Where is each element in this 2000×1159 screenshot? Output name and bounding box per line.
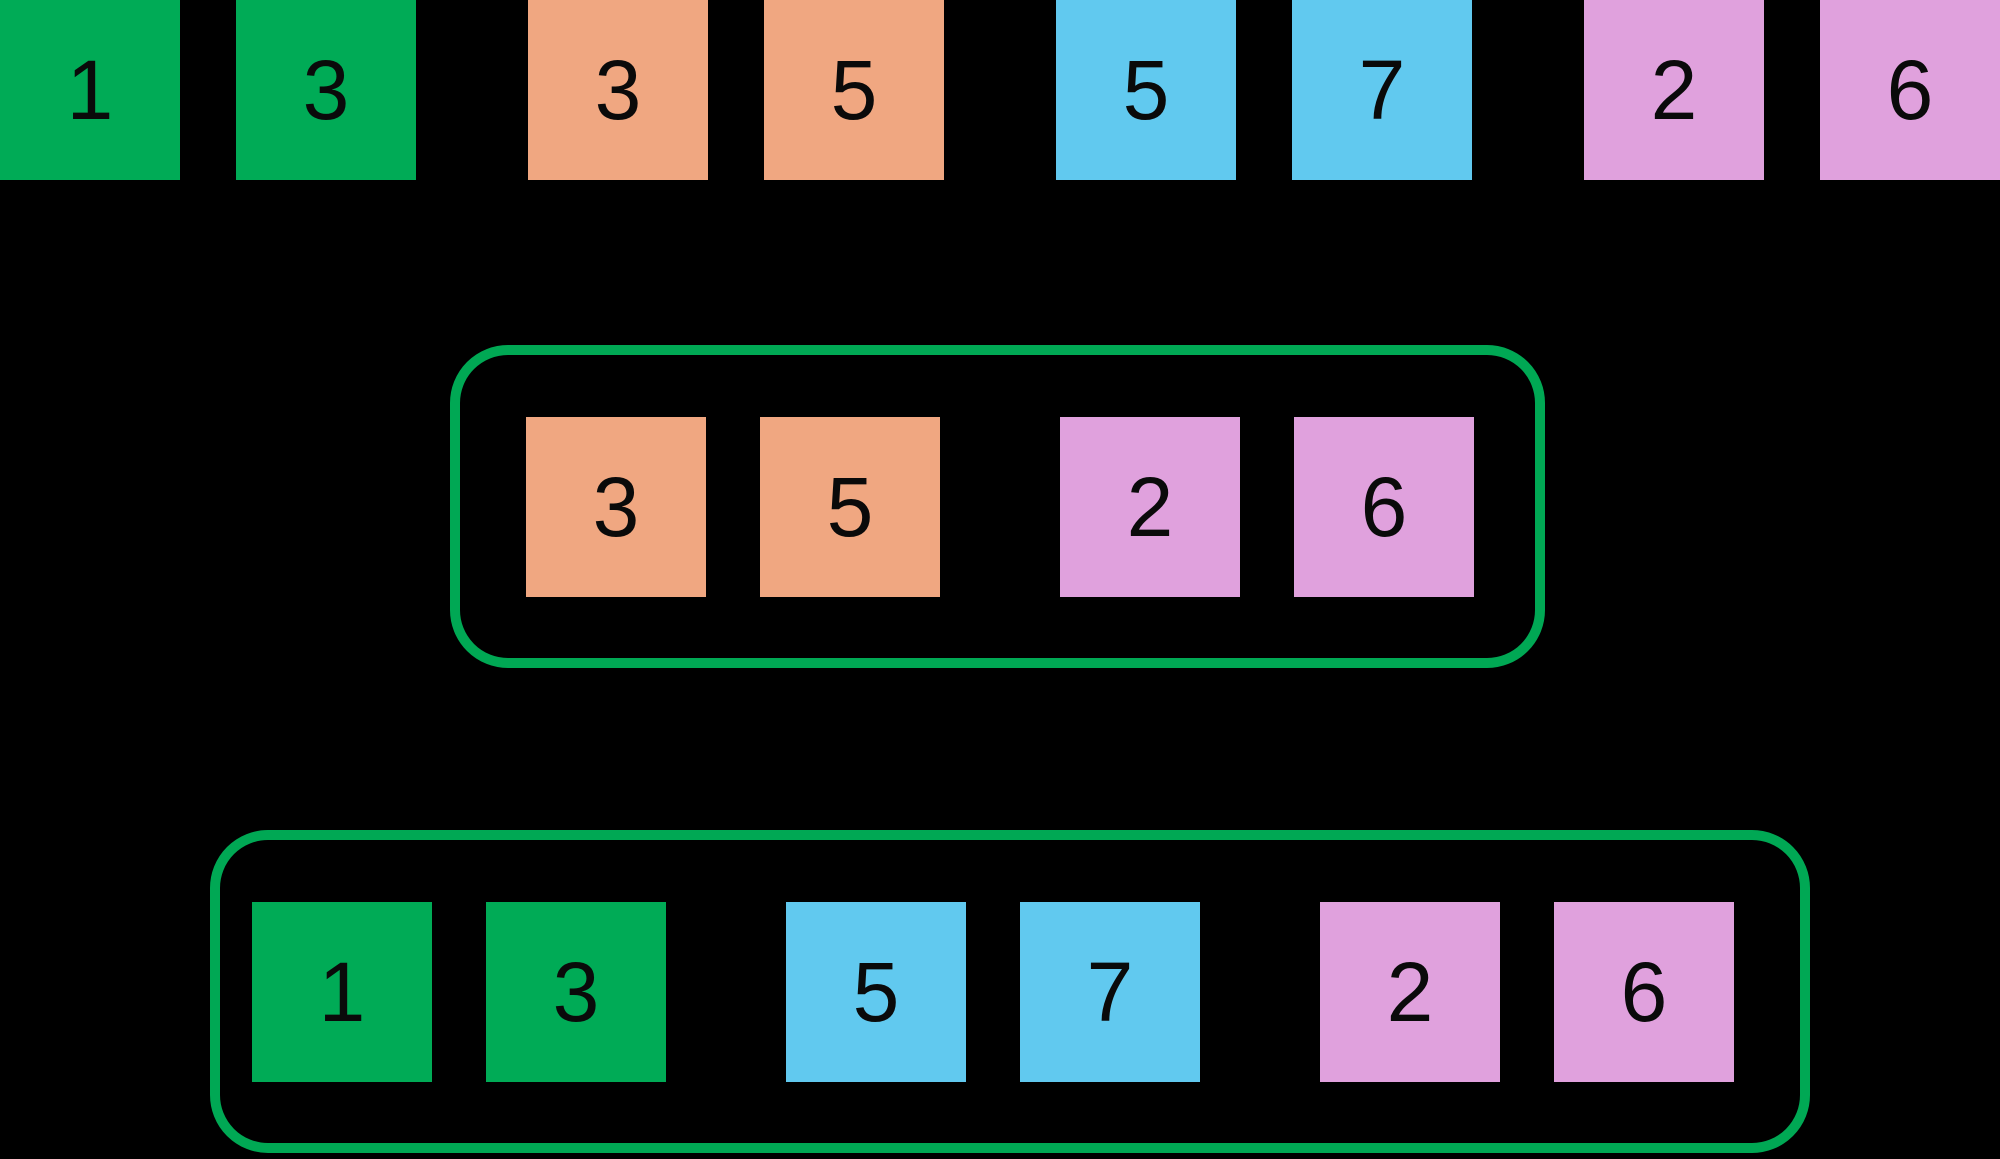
cell-green-1: 1 <box>252 901 432 1082</box>
cell-pink-6: 6 <box>1554 901 1734 1082</box>
cell-pink-6: 6 <box>1820 0 2000 180</box>
cell-blue-5: 5 <box>1056 0 1236 180</box>
cell-pink-2: 2 <box>1060 416 1240 597</box>
cell-pink-2: 2 <box>1584 0 1764 180</box>
cell-green-3: 3 <box>486 901 666 1082</box>
cell-pink-2: 2 <box>1320 901 1500 1082</box>
cell-green-1: 1 <box>0 0 180 180</box>
cell-orange-3: 3 <box>526 416 706 597</box>
cell-pink-6: 6 <box>1294 416 1474 597</box>
cell-green-3: 3 <box>236 0 416 180</box>
cell-orange-5: 5 <box>764 0 944 180</box>
cell-orange-3: 3 <box>528 0 708 180</box>
cell-blue-5: 5 <box>786 901 966 1082</box>
cell-blue-7: 7 <box>1292 0 1472 180</box>
cell-blue-7: 7 <box>1020 901 1200 1082</box>
cell-orange-5: 5 <box>760 416 940 597</box>
